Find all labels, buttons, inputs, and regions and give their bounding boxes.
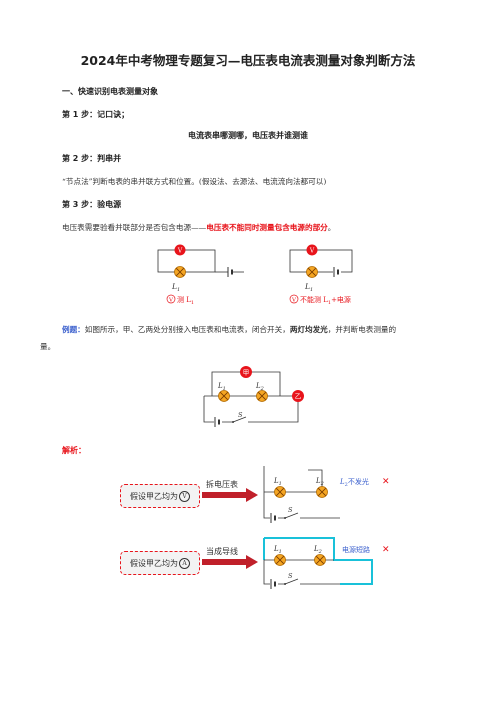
step2-text: “节点法”判断电表的串并联方式和位置。(假设法、去源法、电流流向法都可以) bbox=[62, 177, 327, 186]
case2-arrow bbox=[202, 555, 258, 569]
step3-text: 电压表需要验看并联部分是否包含电源——电压表不能同时测量包含电源的部分。 bbox=[62, 222, 335, 233]
case1-cross-icon: ✕ bbox=[382, 477, 390, 487]
example-text3: 量。 bbox=[40, 342, 56, 351]
figure1-circuit: V L1 V 测 L1 bbox=[157, 244, 244, 306]
step3-text-plain: 电压表需要验看并联部分是否包含电源—— bbox=[62, 223, 207, 232]
case2-box-text: 假设甲乙均为 bbox=[130, 558, 178, 568]
fig1-caption-meter: V bbox=[168, 297, 174, 303]
case1-arrow-text: 拆电压表 bbox=[206, 480, 238, 489]
lamp2-icon bbox=[256, 390, 268, 402]
lamp-icon bbox=[174, 266, 186, 278]
case1-lamp2-label: L2 bbox=[315, 477, 324, 487]
voltmeter-icon bbox=[306, 244, 318, 256]
case2-result: 电源短路 bbox=[342, 545, 370, 554]
arrow-right-icon bbox=[202, 555, 258, 569]
example-text2: ，并判断电表测量的 bbox=[327, 325, 397, 334]
example-text1: 如图所示，甲、乙两处分别接入电压表和电流表，闭合开关， bbox=[84, 325, 290, 334]
case2-lamp1-label: L1 bbox=[273, 545, 282, 555]
section-heading: 一、快速识别电表测量对象 bbox=[62, 87, 158, 96]
arrow-right-icon bbox=[202, 488, 258, 502]
fig2-meter: V bbox=[309, 248, 315, 255]
meter-b-label: 乙 bbox=[295, 393, 302, 401]
lamp1-label: L1 bbox=[217, 382, 226, 392]
switch-icon bbox=[284, 512, 299, 519]
lamp-icon bbox=[306, 266, 318, 278]
voltmeter-icon bbox=[174, 244, 186, 256]
example-paragraph: 例题：如图所示，甲、乙两处分别接入电压表和电流表，闭合开关，两灯均发光，并判断电… bbox=[62, 320, 452, 339]
fig1-meter: V bbox=[177, 248, 183, 255]
meter-a-icon bbox=[240, 366, 252, 378]
case1-switch-label: S bbox=[288, 506, 293, 514]
case1-box: 假设甲乙均为 V bbox=[120, 484, 200, 508]
case2-switch-label: S bbox=[288, 572, 293, 580]
fig2-caption-meter: V bbox=[291, 297, 297, 303]
fig1-caption: 测 L1 bbox=[177, 296, 194, 306]
lamp2-icon bbox=[316, 486, 328, 498]
example-circuit: 甲 乙 L1 L2 S bbox=[203, 366, 304, 428]
lamp1-icon bbox=[274, 486, 286, 498]
case2-box: 假设甲乙均为 A bbox=[120, 551, 200, 575]
step1-heading: 第 1 步：记口诀； bbox=[62, 110, 130, 119]
meter-b-icon bbox=[292, 390, 304, 402]
page-title: 2024年中考物理专题复习—电压表电流表测量对象判断方法 bbox=[80, 53, 416, 68]
step3-text-red: 电压表不能同时测量包含电源的部分 bbox=[206, 223, 328, 232]
case2-arrow-text: 当成导线 bbox=[206, 547, 238, 556]
case2-box-meter: A bbox=[179, 557, 190, 569]
example-bold: 两灯均发光 bbox=[289, 325, 328, 334]
case2-lamp2-label: L2 bbox=[313, 545, 322, 555]
step3-heading: 第 3 步：验电源 bbox=[62, 200, 122, 209]
case1-box-text: 假设甲乙均为 bbox=[130, 491, 178, 501]
meter-circuits-figure: V L1 V 测 L1 V L1 V 不能测 L1+电源 bbox=[157, 244, 353, 306]
fig2-caption: 不能测 L1+电源 bbox=[300, 295, 351, 306]
lamp1-icon bbox=[274, 554, 286, 566]
switch-label: S bbox=[238, 411, 243, 419]
case1-result: L2不发光 bbox=[339, 477, 369, 488]
case1-circuit: L1 L2 L2不发光 ✕ S bbox=[263, 466, 390, 524]
meter-a-label: 甲 bbox=[243, 369, 250, 377]
motto: 电流表串哪测哪，电压表并谁测谁 bbox=[188, 131, 308, 140]
example-label: 例题： bbox=[62, 325, 85, 334]
lamp2-icon bbox=[314, 554, 326, 566]
lamp2-label: L2 bbox=[255, 382, 264, 392]
case2-cross-icon: ✕ bbox=[382, 545, 390, 555]
case1-arrow bbox=[202, 488, 258, 502]
switch-icon bbox=[284, 578, 299, 585]
fig2-lamp-label: L1 bbox=[304, 282, 313, 293]
lamp1-icon bbox=[218, 390, 230, 402]
case1-box-meter: V bbox=[179, 490, 190, 502]
switch-icon bbox=[232, 416, 247, 423]
step2-heading: 第 2 步：判串并 bbox=[62, 154, 122, 163]
case1-lamp1-label: L1 bbox=[273, 477, 282, 487]
fig1-lamp-label: L1 bbox=[171, 282, 180, 293]
step3-text-end: 。 bbox=[327, 223, 336, 232]
case2-circuit: L1 L2 电源短路 ✕ S bbox=[263, 537, 390, 590]
analysis-label: 解析： bbox=[62, 445, 86, 455]
figure2-circuit: V L1 V 不能测 L1+电源 bbox=[289, 244, 353, 306]
